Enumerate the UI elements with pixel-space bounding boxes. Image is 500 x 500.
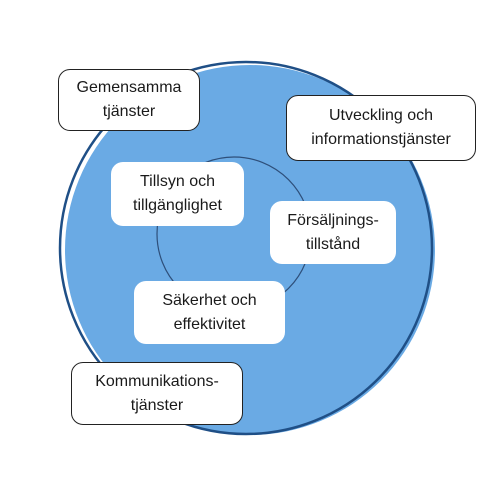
disc-outline-ring xyxy=(58,60,434,436)
box-label-line-1: Gemensamma xyxy=(76,79,182,96)
box-label-line-1: Försäljnings- xyxy=(287,211,379,229)
box-kommunikationstjanster: Kommunikations- tjänster xyxy=(71,362,243,425)
box-tillsyn-och-tillganglighet: Tillsyn och tillgänglighet xyxy=(111,162,244,226)
box-label-line-1: Tillsyn och xyxy=(140,173,215,190)
box-utveckling-och-informationstjanster: Utveckling och informationstjänster xyxy=(286,95,476,161)
box-label-line-1: Kommunikations- xyxy=(95,372,219,390)
box-label-line-2: informationstjänster xyxy=(311,131,451,148)
box-label-line-2: effektivitet xyxy=(173,315,246,333)
box-label-line-2: tjänster xyxy=(130,396,184,414)
box-label-line-1: Säkerhet och xyxy=(162,291,257,309)
box-label-line-1: Utveckling och xyxy=(328,107,434,124)
box-sakerhet-och-effektivitet: Säkerhet och effektivitet xyxy=(134,281,285,344)
box-label-line-2: tjänster xyxy=(102,103,156,120)
box-gemensamma-tjanster: Gemensamma tjänster xyxy=(58,69,200,131)
box-label-line-2: tillgänglighet xyxy=(133,197,222,214)
box-label-line-2: tillstånd xyxy=(305,235,361,253)
box-forsaljningstillstand: Försäljnings- tillstånd xyxy=(270,201,396,264)
